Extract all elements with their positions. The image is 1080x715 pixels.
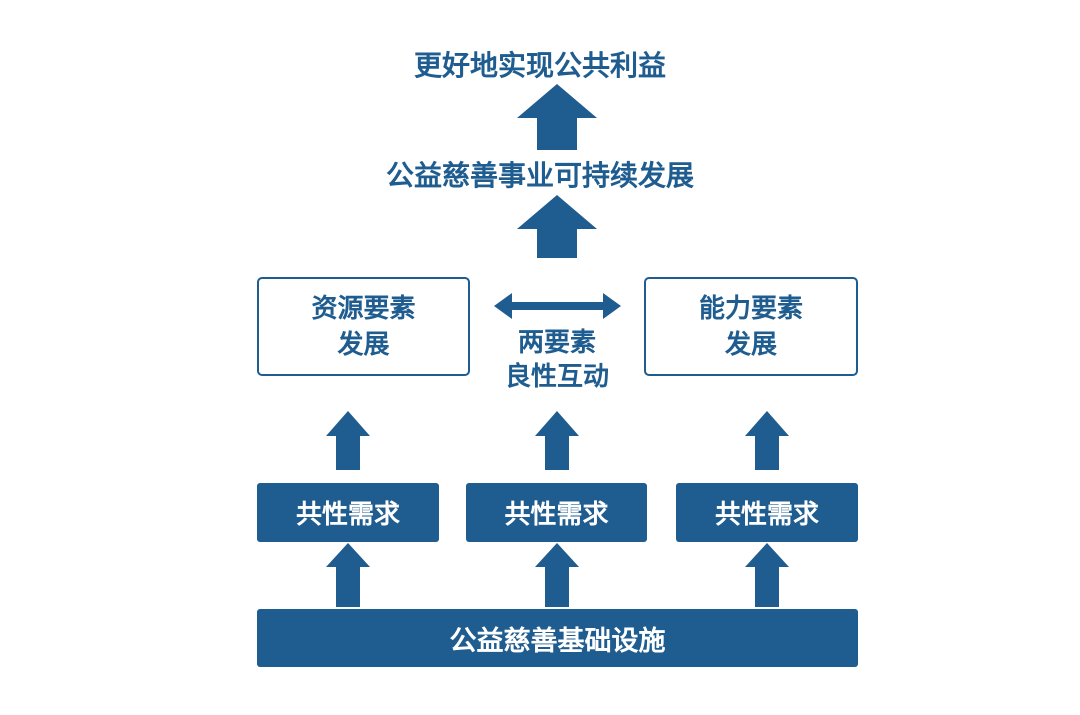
up-arrow-icon xyxy=(535,411,579,470)
resource-element-box: 资源要素 发展 xyxy=(257,277,470,376)
up-arrow-icon xyxy=(745,411,789,470)
foundation-box: 公益慈善基础设施 xyxy=(257,609,858,667)
up-arrow-icon xyxy=(326,543,370,607)
up-arrow-icon xyxy=(745,543,789,607)
common-need-box-2: 共性需求 xyxy=(466,483,647,542)
interaction-line1: 两要素 xyxy=(517,328,596,358)
up-arrow-icon xyxy=(517,195,597,258)
double-headed-arrow-icon xyxy=(494,293,621,319)
common-need-box-3: 共性需求 xyxy=(676,483,858,542)
capability-element-box: 能力要素 发展 xyxy=(644,277,858,376)
up-arrow-icon xyxy=(326,411,370,470)
up-arrow-icon xyxy=(535,543,579,607)
resource-box-line1: 资源要素 xyxy=(311,293,416,324)
up-arrow-icon xyxy=(517,84,597,150)
interaction-label: 两要素 良性互动 xyxy=(470,326,644,394)
mid-goal-text: 公益慈善事业可持续发展 xyxy=(385,159,694,192)
common-need-box-1: 共性需求 xyxy=(257,483,439,542)
resource-box-line2: 发展 xyxy=(337,329,390,360)
capability-box-line1: 能力要素 xyxy=(698,293,803,324)
top-goal-text: 更好地实现公共利益 xyxy=(413,49,666,82)
capability-box-line2: 发展 xyxy=(724,329,777,360)
interaction-line2: 良性互动 xyxy=(504,362,609,392)
